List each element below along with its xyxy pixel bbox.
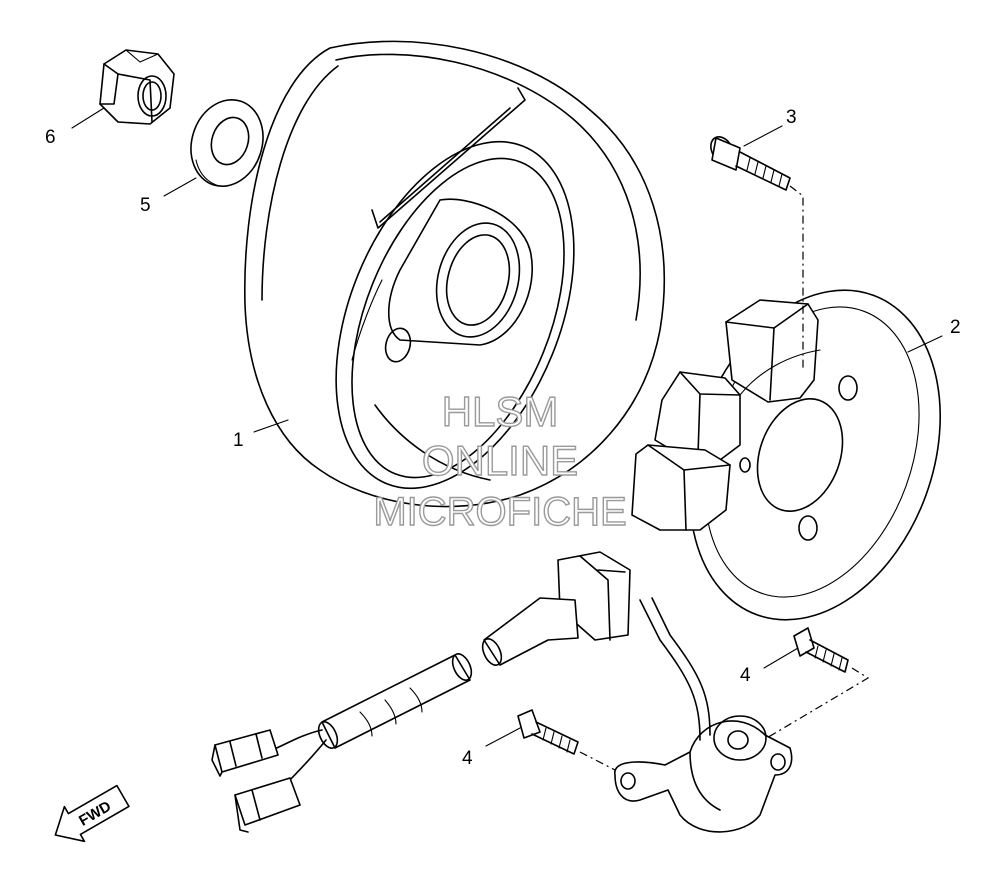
callout-4-right: 4	[740, 665, 751, 686]
nut-part	[99, 49, 175, 125]
leader-lines	[71, 107, 943, 747]
callout-2: 2	[950, 317, 961, 338]
rotor-part	[243, 40, 666, 508]
callout-1: 1	[233, 430, 244, 451]
callout-6: 6	[45, 127, 56, 148]
callout-4-lower: 4	[462, 748, 473, 769]
screw-part-3	[710, 136, 804, 370]
callout-3: 3	[786, 107, 797, 128]
screw-part-4b	[517, 709, 616, 771]
washer-part	[190, 98, 264, 188]
callout-5: 5	[140, 195, 151, 216]
pickup-coil	[614, 597, 793, 833]
screw-part-4a	[759, 627, 870, 743]
stator-part	[631, 289, 942, 621]
wire-harness	[211, 551, 631, 833]
fwd-arrow-icon: FWD	[54, 784, 130, 843]
